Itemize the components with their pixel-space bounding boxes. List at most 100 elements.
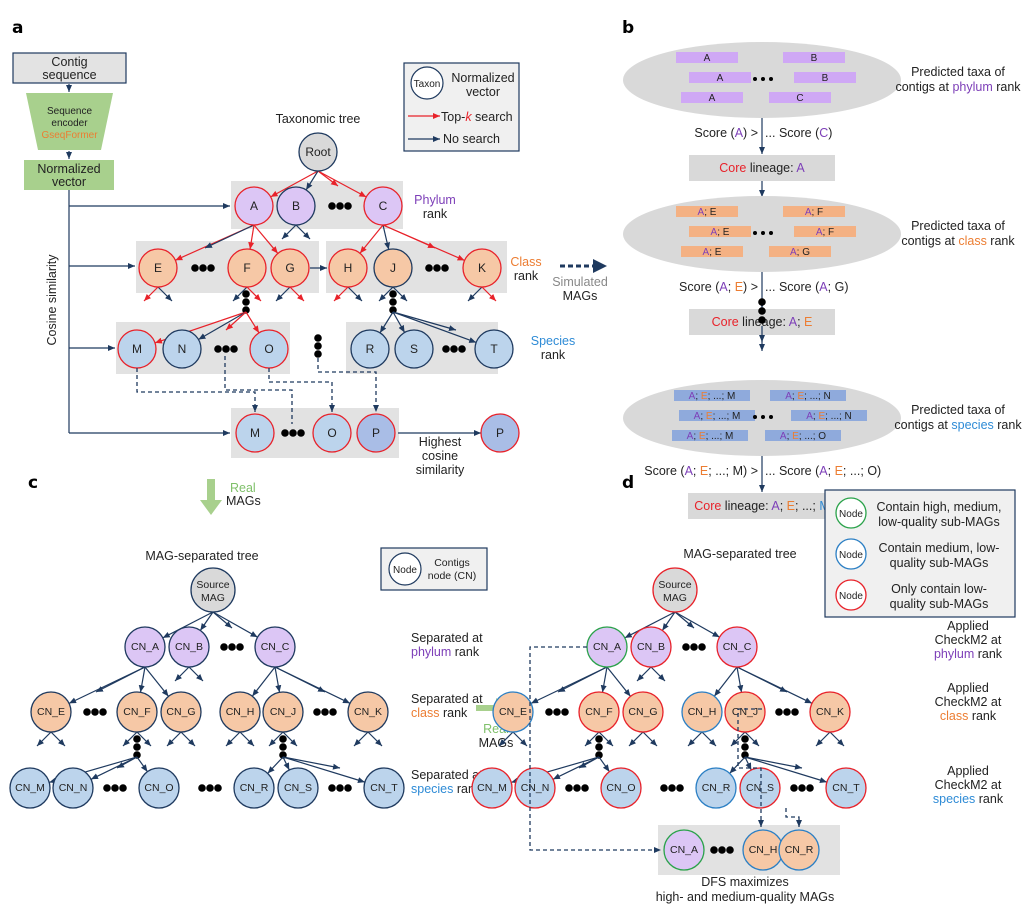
child-edge-stub [498, 731, 514, 747]
edge [282, 756, 290, 771]
species-cn-CN_S: CN_S [739, 767, 781, 809]
dot [753, 415, 757, 419]
ellipsis-horizontal-icon [753, 231, 773, 235]
node-label: T [490, 342, 498, 356]
desc-suffix: rank [993, 80, 1022, 94]
species-cn-CN_T: CN_T [363, 767, 405, 809]
child-edge-stub [701, 731, 717, 747]
phylum-node-B: B [276, 186, 316, 226]
child-edge-stub [136, 731, 152, 747]
node-label: CN_J [732, 706, 758, 718]
normalized-label-2: vector [52, 175, 86, 189]
text-char: o [694, 280, 701, 294]
contig-bar [676, 206, 738, 217]
edge [251, 666, 276, 697]
normalized-label-1: Normalized [37, 162, 100, 176]
dot [336, 202, 344, 210]
child-edge-stub [744, 731, 760, 747]
real-right-2: MAGs [479, 736, 514, 750]
edge [138, 666, 146, 693]
contig-bar [769, 92, 831, 103]
text-part: ; [812, 207, 815, 218]
text-part: ; [787, 431, 790, 442]
contig-bar [674, 390, 750, 401]
text-part: A [694, 411, 701, 422]
dot [133, 751, 141, 759]
text-char: ) [743, 280, 747, 294]
panel-c: c MAG-separated tree Node Contigs node (… [9, 473, 514, 809]
text-char: E [835, 464, 843, 478]
edge [661, 611, 676, 631]
species-node-R: R [350, 329, 390, 369]
predicted-taxa-desc-1: Predicted taxa of [911, 65, 1005, 79]
text-char: ; [828, 464, 831, 478]
node-label: CN_F [123, 706, 150, 718]
node-label: CN_E [37, 706, 65, 718]
node-label: J [390, 261, 396, 275]
child-edge-stub [246, 286, 262, 302]
child-edge-stub [512, 731, 528, 747]
score-left: Score (A) > [694, 126, 758, 140]
class-node-H-circle [328, 248, 368, 288]
predicted-taxa-desc-2: contigs at class rank [901, 234, 1015, 248]
text-char: E [735, 280, 743, 294]
text-char: c [653, 464, 659, 478]
dot [220, 643, 228, 651]
dot [783, 708, 791, 716]
legend-no-search: No search [443, 132, 500, 146]
dot [279, 743, 287, 751]
source-label-2: MAG [663, 592, 687, 604]
node-label: CN_N [59, 782, 88, 794]
node-label: CN_T [370, 782, 398, 794]
node-label: G [285, 261, 294, 275]
text-part: ; [804, 391, 807, 402]
node-label: R [366, 342, 375, 356]
source-label-1: Source [196, 579, 229, 591]
text-char: . [768, 280, 771, 294]
rank-label-rank: species rank [411, 782, 482, 796]
ellipsis-horizontal-icon [660, 784, 684, 792]
child-edge-stub [378, 286, 394, 302]
node-label: CN_T [832, 782, 860, 794]
species-cn-CN_T-circle [825, 767, 867, 809]
dot [458, 345, 466, 353]
core-lineage-text: Core lineage: A [719, 161, 805, 175]
text-part: ; [708, 391, 711, 402]
text-char: ) [877, 464, 881, 478]
text-char: S [779, 280, 787, 294]
text-char: . [772, 126, 775, 140]
dot [682, 643, 690, 651]
text-part: A [805, 207, 812, 218]
dot [206, 784, 214, 792]
desc-rank: class [958, 234, 986, 248]
edge [317, 170, 367, 198]
dot [450, 345, 458, 353]
text-part: ; [709, 247, 712, 258]
node-label: CN_R [785, 844, 814, 856]
text-char: ) [844, 280, 848, 294]
edge [557, 666, 608, 693]
dashed-connector [268, 368, 335, 412]
node-label: CN_C [261, 641, 290, 653]
text-char: o [794, 464, 801, 478]
dot [198, 784, 206, 792]
rank-label-prefix: Applied [947, 764, 989, 778]
child-edge-stub [275, 286, 291, 302]
text-part: E [797, 391, 804, 402]
predicted-taxa-desc-1: Predicted taxa of [911, 219, 1005, 233]
species-node-S-circle [394, 329, 434, 369]
class-cn-CN_J-circle [724, 691, 766, 733]
class-cn-CN_E-circle [30, 691, 72, 733]
text-char: M [733, 464, 743, 478]
dot [761, 77, 765, 81]
rank-phylum-word: Phylum [414, 193, 456, 207]
node-label: CN_J [270, 706, 296, 718]
contig-bar-label: A; E; ...; N [806, 411, 852, 422]
edge [736, 666, 744, 693]
text-char: ; [693, 464, 696, 478]
edge [212, 611, 233, 629]
taxonomic-tree-title: Taxonomic tree [276, 112, 361, 126]
text-char: ; [708, 464, 711, 478]
source-label-1: Source [658, 579, 691, 591]
desc-suffix: rank [987, 234, 1016, 248]
